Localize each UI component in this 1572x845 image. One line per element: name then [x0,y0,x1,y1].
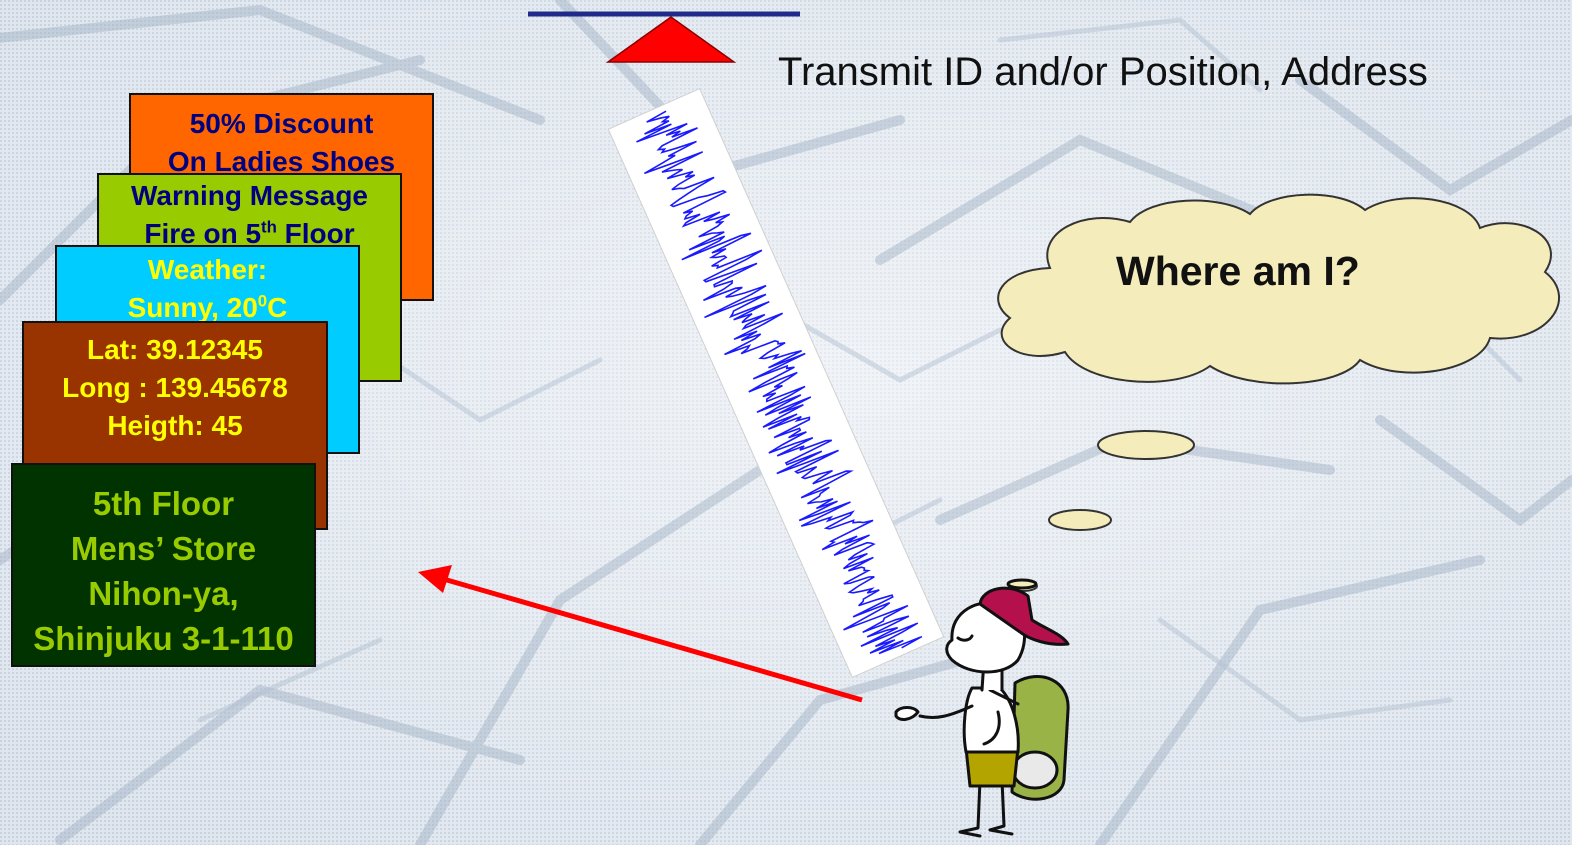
transmitter-icon [528,11,800,63]
card-warning-line1: Warning Message [130,180,368,211]
card-weather-line2: Sunny, 200C [57,289,358,327]
card-discount-line2: On Ladies Shoes [167,146,396,177]
card-address-line1: 5th Floor [92,485,235,522]
card-address: 5th Floor Mens’ Store Nihon-ya, Shinjuku… [11,463,316,667]
traveler-figure [894,578,1070,838]
card-weather-line1: Weather: [147,254,268,285]
card-position-lat: Lat: 39.12345 [87,334,263,365]
card-weather-line2-post: C [267,292,288,323]
waveform-line [636,110,923,655]
card-address-line3: Nihon-ya, [88,575,239,612]
card-warning-line2-post: Floor [276,218,355,249]
thought-text: Where am I? [1116,248,1360,294]
thought-bubble-medium [1048,509,1112,531]
card-address-line4: Shinjuku 3-1-110 [33,620,294,657]
card-weather-line2-pre: Sunny, 20 [127,292,258,323]
signal-waveform [607,87,945,679]
thought-bubble-large [1097,430,1195,460]
card-warning-line2-sup: th [261,217,277,237]
pointer-arrow [418,565,863,703]
card-warning-line2: Fire on 5th Floor [99,215,400,253]
card-position-long: Long : 139.45678 [62,372,288,403]
card-address-line2: Mens’ Store [70,530,257,567]
card-position-height: Heigth: 45 [107,410,243,441]
card-warning-line2-pre: Fire on 5 [144,218,262,249]
card-weather-line2-sup: 0 [257,291,268,311]
card-discount-line1: 50% Discount [189,108,374,139]
transmit-label: Transmit ID and/or Position, Address [778,50,1428,94]
